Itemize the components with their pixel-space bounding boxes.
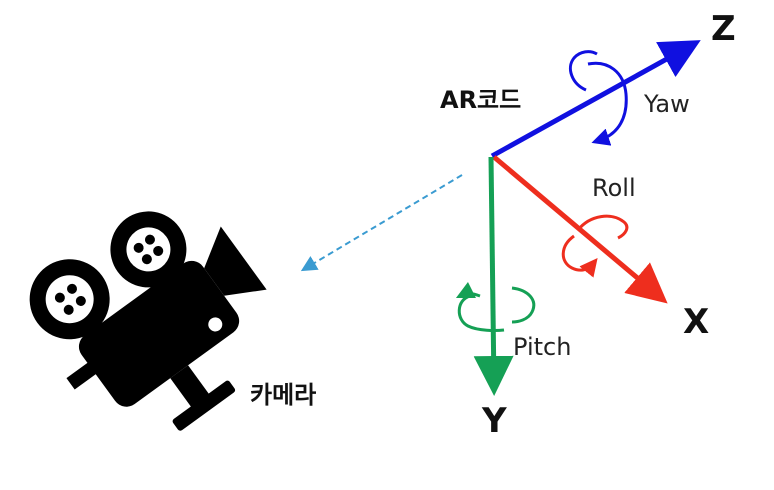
camera-view-line <box>300 174 463 272</box>
y-axis-label: Y <box>481 401 507 441</box>
ar-code-label: AR코드 <box>440 86 521 114</box>
pitch-label: Pitch <box>513 333 571 361</box>
y-axis <box>473 156 514 396</box>
z-axis <box>490 40 701 159</box>
z-axis-label: Z <box>711 9 736 49</box>
roll-rotation-icon <box>561 214 629 278</box>
yaw-label: Yaw <box>643 90 690 118</box>
x-axis <box>492 155 668 304</box>
x-axis-label: X <box>683 302 709 342</box>
pitch-rotation-icon <box>455 281 536 332</box>
camera-label: 카메라 <box>250 381 316 409</box>
roll-label: Roll <box>592 174 636 202</box>
yaw-rotation-icon <box>569 50 628 146</box>
movie-camera-icon <box>29 211 267 431</box>
